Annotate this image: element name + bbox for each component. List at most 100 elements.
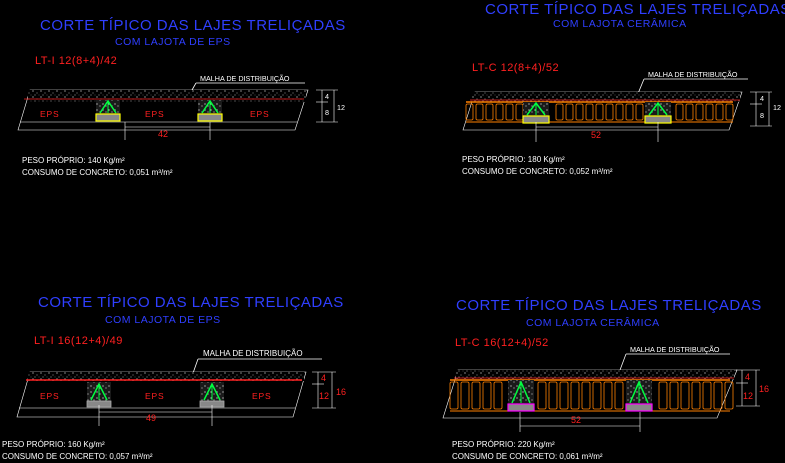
dim-total: 12	[773, 103, 781, 112]
ceramic-cell	[475, 103, 484, 121]
panel-lt-i-16: CORTE TÍPICO DAS LAJES TRELIÇADAS COM LA…	[2, 294, 346, 461]
panel-title: CORTE TÍPICO DAS LAJES TRELIÇADAS	[456, 297, 762, 314]
eps-label: EPS	[250, 109, 269, 119]
ceramic-cell	[675, 103, 684, 121]
mesh-leader	[619, 353, 627, 371]
slab-code: LT-C 16(12+4)/52	[455, 337, 549, 349]
ceramic-cell	[485, 103, 494, 121]
dim-top: 4	[321, 373, 326, 383]
dim-total: 16	[336, 387, 346, 397]
panel-subtitle: COM LAJOTA DE EPS	[115, 36, 231, 48]
ceramic-cell	[695, 103, 704, 121]
ceramic-cell	[603, 381, 613, 410]
ceramic-cell	[515, 103, 524, 121]
ceramic-cell	[460, 381, 470, 410]
eps-label: EPS	[40, 391, 59, 401]
truss-joist	[625, 380, 653, 412]
slab-code: LT-I 12(8+4)/42	[35, 55, 117, 67]
truss-joist	[522, 101, 550, 124]
dim-total: 16	[759, 384, 769, 394]
ceramic-cell	[605, 103, 614, 121]
concrete-topping	[472, 92, 740, 102]
dim-bottom: 8	[325, 108, 329, 117]
dim-bottom: 12	[319, 391, 329, 401]
eps-label: EPS	[145, 109, 164, 119]
ceramic-cell	[570, 381, 580, 410]
truss-joist	[95, 99, 121, 122]
mesh-label: MALHA DE DISTRIBUIÇÃO	[648, 70, 738, 79]
ceramic-cell	[685, 103, 694, 121]
ceramic-cell	[615, 103, 624, 121]
panel-subtitle: COM LAJOTA DE EPS	[105, 314, 221, 326]
ceramic-cell	[537, 381, 547, 410]
panel-title: CORTE TÍPICO DAS LAJES TRELIÇADAS	[485, 1, 785, 18]
panel-lt-c-16: CORTE TÍPICO DAS LAJES TRELIÇADAS COM LA…	[442, 297, 769, 461]
ceramic-cell	[548, 381, 558, 410]
span-dimension: 52	[571, 415, 581, 425]
panel-title: CORTE TÍPICO DAS LAJES TRELIÇADAS	[38, 294, 344, 311]
panel-title: CORTE TÍPICO DAS LAJES TRELIÇADAS	[40, 17, 346, 34]
self-weight: PESO PRÓPRIO: 180 Kg/m²	[462, 155, 565, 164]
truss-joist	[644, 101, 672, 124]
self-weight: PESO PRÓPRIO: 220 Kg/m²	[452, 440, 555, 449]
ceramic-cell	[715, 103, 724, 121]
slab-code: LT-I 16(12+4)/49	[34, 335, 123, 347]
span-dimension: 49	[146, 413, 156, 423]
ceramic-cell	[559, 381, 569, 410]
panel-lt-c-12: CORTE TÍPICO DAS LAJES TRELIÇADAS COM LA…	[462, 1, 785, 176]
ceramic-cell	[555, 103, 564, 121]
dim-bottom: 12	[743, 391, 753, 401]
dim-top: 4	[760, 94, 764, 103]
ceramic-cell	[495, 103, 504, 121]
truss-joist	[86, 382, 112, 408]
ceramic-cell	[614, 381, 624, 410]
ceramic-cell	[493, 381, 503, 410]
span-dimension: 52	[591, 130, 601, 140]
concrete-consumption: CONSUMO DE CONCRETO: 0,051 m³/m²	[22, 168, 173, 177]
panel-subtitle: COM LAJOTA CERÂMICA	[553, 17, 687, 30]
concrete-topping	[456, 370, 734, 379]
ceramic-cell	[592, 381, 602, 410]
concrete-topping	[28, 90, 306, 102]
ceramic-cell	[449, 381, 459, 410]
ceramic-cell	[482, 381, 492, 410]
panel-lt-i-12: CORTE TÍPICO DAS LAJES TRELIÇADAS COM LA…	[17, 17, 346, 177]
ceramic-cell	[691, 381, 701, 410]
self-weight: PESO PRÓPRIO: 160 Kg/m²	[2, 440, 105, 449]
mesh-label: MALHA DE DISTRIBUIÇÃO	[630, 345, 720, 354]
concrete-consumption: CONSUMO DE CONCRETO: 0,052 m³/m²	[462, 167, 613, 176]
truss-joist	[197, 99, 223, 122]
slab-code: LT-C 12(8+4)/52	[472, 62, 559, 74]
self-weight: PESO PRÓPRIO: 140 Kg/m²	[22, 156, 125, 165]
truss-joist	[199, 382, 225, 408]
ceramic-cell	[505, 103, 514, 121]
ceramic-cell	[565, 103, 574, 121]
ceramic-cell	[680, 381, 690, 410]
truss-joist	[507, 380, 535, 412]
ceramic-cell	[658, 381, 668, 410]
ceramic-cell	[702, 381, 712, 410]
ceramic-cell	[635, 103, 644, 121]
mesh-label: MALHA DE DISTRIBUIÇÃO	[203, 349, 303, 358]
ceramic-cell	[705, 103, 714, 121]
dim-top: 4	[745, 372, 750, 382]
eps-label: EPS	[252, 391, 271, 401]
concrete-consumption: CONSUMO DE CONCRETO: 0,057 m³/m²	[2, 452, 153, 461]
ceramic-cell	[725, 103, 734, 121]
ceramic-cell	[625, 103, 634, 121]
concrete-topping	[28, 372, 304, 381]
mesh-label: MALHA DE DISTRIBUIÇÃO	[200, 74, 290, 83]
ceramic-cell	[595, 103, 604, 121]
dim-total: 12	[337, 103, 345, 112]
dim-bottom: 8	[760, 111, 764, 120]
ceramic-cell	[724, 381, 734, 410]
dim-top: 4	[325, 92, 329, 101]
ceramic-cell	[471, 381, 481, 410]
ceramic-blocks	[465, 101, 734, 123]
ceramic-cell	[669, 381, 679, 410]
ceramic-cell	[581, 381, 591, 410]
span-dimension: 42	[158, 129, 168, 139]
ceramic-blocks	[449, 379, 734, 412]
panel-subtitle: COM LAJOTA CERÂMICA	[526, 316, 660, 329]
